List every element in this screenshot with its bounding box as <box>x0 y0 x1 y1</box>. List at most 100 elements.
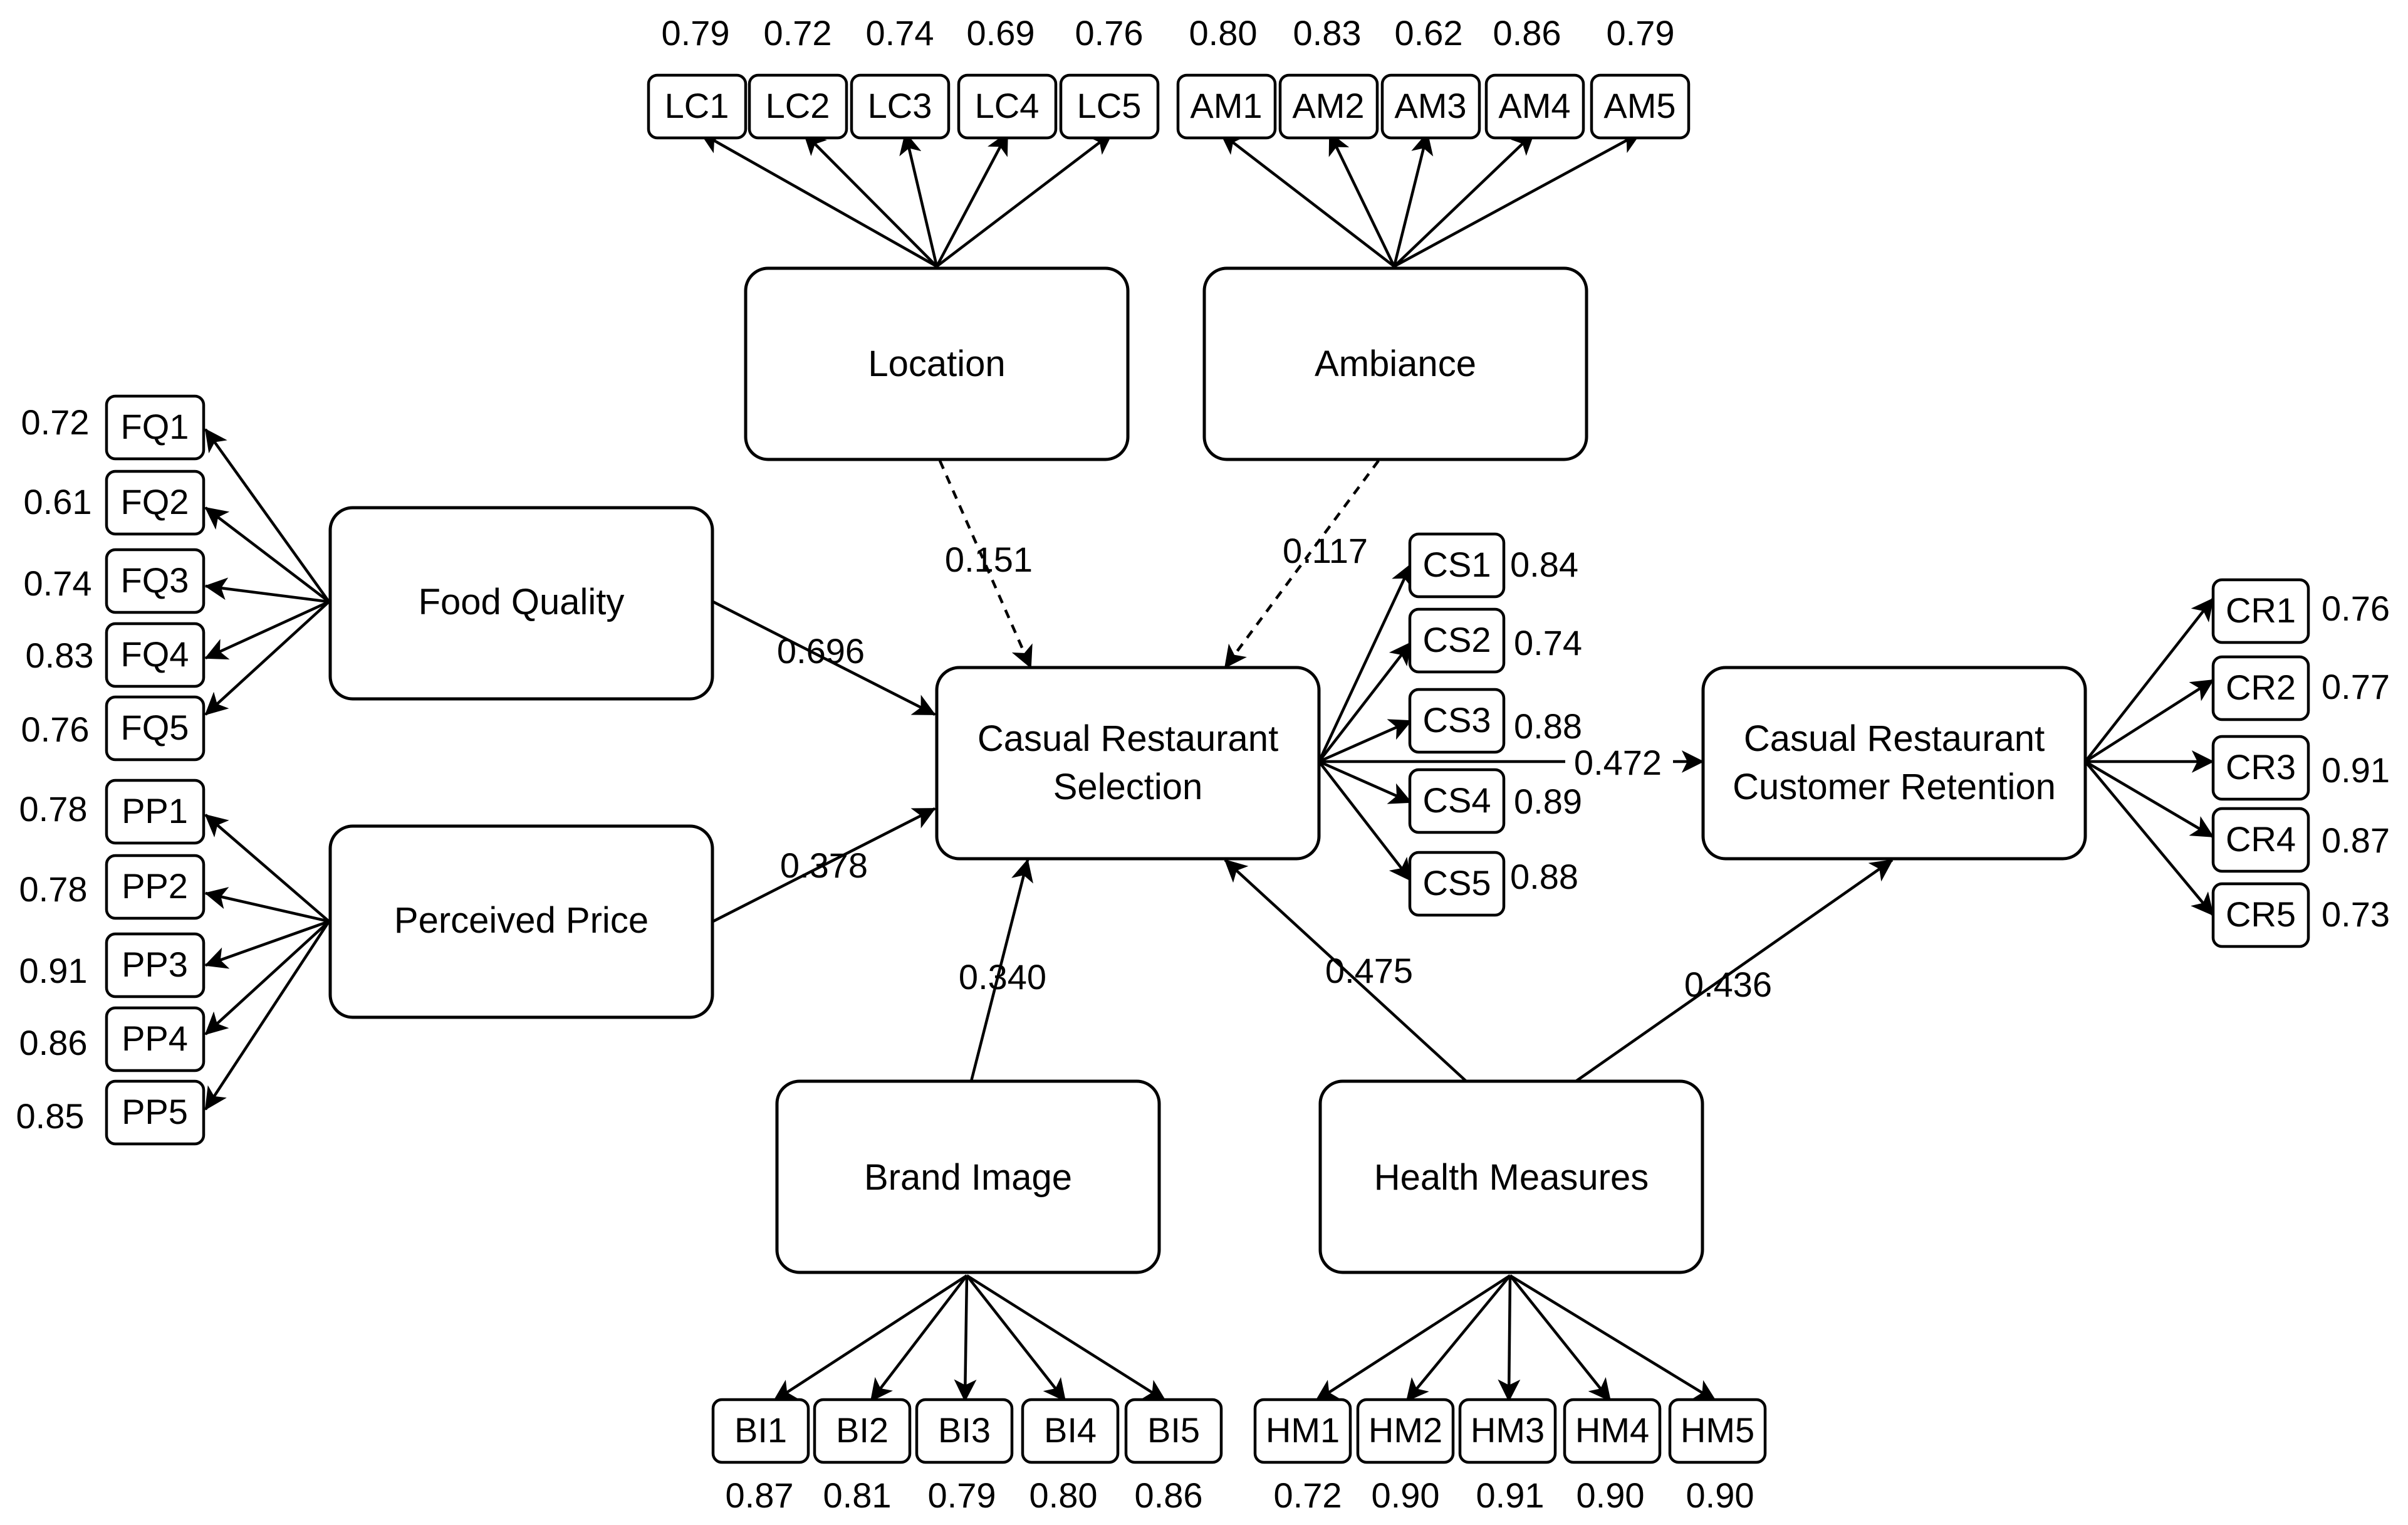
indicator-cr5-label: CR5 <box>2226 894 2296 934</box>
loading-pp2: 0.78 <box>19 869 88 909</box>
indicator-cs2-label: CS2 <box>1423 620 1491 659</box>
loading-am3: 0.62 <box>1395 13 1463 53</box>
indicator-pp2: PP2 <box>105 854 206 920</box>
indicator-pp4: PP4 <box>105 1006 206 1072</box>
indicator-pp1-label: PP1 <box>122 791 188 831</box>
indicator-am3-label: AM3 <box>1394 86 1466 125</box>
indicator-lc3: LC3 <box>850 73 951 140</box>
indicators-bi: BI1 BI2 BI3 BI4 BI5 0.87 0.81 0.79 0.80 … <box>711 1398 1223 1515</box>
constructs: Location Ambiance Food Quality Perceived… <box>328 266 2087 1274</box>
path-health-selection <box>1224 859 1467 1082</box>
indicator-pp5-label: PP5 <box>122 1092 188 1131</box>
construct-selection: Casual Restaurant Selection <box>935 666 1321 861</box>
indicator-hm5: HM5 <box>1668 1398 1767 1464</box>
indicator-lc2-label: LC2 <box>766 86 830 125</box>
construct-selection-label-line1: Casual Restaurant <box>977 718 1278 759</box>
construct-location: Location <box>744 266 1130 461</box>
indicator-fq1-label: FQ1 <box>121 407 189 446</box>
indicator-cs3-label: CS3 <box>1423 700 1491 740</box>
indicator-pp5: PP5 <box>105 1079 206 1146</box>
indicator-lc3-label: LC3 <box>868 86 932 125</box>
indicator-fq5-label: FQ5 <box>121 708 189 747</box>
indicator-am5-label: AM5 <box>1603 86 1676 125</box>
loading-hm1: 0.72 <box>1274 1475 1342 1515</box>
indicator-cs2: CS2 <box>1408 607 1506 674</box>
indicator-lc4-label: LC4 <box>975 86 1040 125</box>
indicator-cr4: CR4 <box>2211 807 2310 873</box>
indicators-am: AM1 AM2 AM3 AM4 AM5 0.80 0.83 0.62 0.86 … <box>1176 13 1691 140</box>
indicators-hm: HM1 HM2 HM3 HM4 HM5 0.72 0.90 0.91 0.90 … <box>1253 1398 1767 1515</box>
loading-hm2: 0.90 <box>1372 1475 1440 1515</box>
coef-location-selection: 0.151 <box>945 540 1033 579</box>
indicator-cs5-label: CS5 <box>1423 863 1491 903</box>
coef-ambiance-selection: 0.117 <box>1283 531 1368 570</box>
indicator-bi4: BI4 <box>1021 1398 1120 1464</box>
indicator-hm3-label: HM3 <box>1471 1410 1545 1450</box>
indicator-bi1: BI1 <box>711 1398 810 1464</box>
loading-fq4: 0.83 <box>26 636 94 675</box>
indicator-lc5-label: LC5 <box>1077 86 1142 125</box>
indicator-cs4-label: CS4 <box>1423 780 1491 820</box>
indicator-am2: AM2 <box>1278 73 1379 140</box>
indicator-lc1-label: LC1 <box>665 86 729 125</box>
loading-bi5: 0.86 <box>1135 1475 1203 1515</box>
indicator-bi3: BI3 <box>915 1398 1014 1464</box>
construct-retention: Casual Restaurant Customer Retention <box>1701 666 2087 861</box>
construct-perceived-price: Perceived Price <box>328 824 714 1019</box>
indicator-cr5: CR5 <box>2211 882 2310 948</box>
indicator-am2-label: AM2 <box>1292 86 1364 125</box>
indicator-am4-label: AM4 <box>1498 86 1570 125</box>
indicator-pp4-label: PP4 <box>122 1019 188 1058</box>
indicator-cr2-label: CR2 <box>2226 668 2296 707</box>
indicator-bi2-label: BI2 <box>836 1410 889 1450</box>
indicator-lc2: LC2 <box>748 73 848 140</box>
loading-cs5: 0.88 <box>1510 857 1578 896</box>
path-ambiance-selection <box>1224 459 1380 669</box>
construct-perceived-price-label: Perceived Price <box>394 900 649 941</box>
indicator-cs1-label: CS1 <box>1423 545 1491 584</box>
indicator-fq2-label: FQ2 <box>121 482 189 521</box>
indicator-bi2: BI2 <box>813 1398 912 1464</box>
coef-selection-retention: 0.472 <box>1574 743 1662 782</box>
path-perceived-price-selection <box>712 807 936 923</box>
indicator-hm1: HM1 <box>1253 1398 1352 1464</box>
construct-selection-label-line2: Selection <box>1053 767 1203 807</box>
loading-fq5: 0.76 <box>21 710 90 749</box>
indicator-fq1: FQ1 <box>105 394 206 461</box>
loading-hm4: 0.90 <box>1577 1475 1645 1515</box>
loading-cs1: 0.84 <box>1510 545 1578 584</box>
construct-location-label: Location <box>868 343 1005 384</box>
coef-food-quality-selection: 0.696 <box>777 631 865 671</box>
indicator-lc5: LC5 <box>1059 73 1160 140</box>
indicators-pp: PP1 PP2 PP3 PP4 PP5 0.78 0.78 0.91 0.86 … <box>16 778 206 1146</box>
indicator-cr3-label: CR3 <box>2226 747 2296 787</box>
loading-lc3: 0.74 <box>866 13 934 53</box>
coef-health-retention: 0.436 <box>1684 965 1772 1004</box>
loading-lc5: 0.76 <box>1075 13 1144 53</box>
indicator-cr1: CR1 <box>2211 578 2310 644</box>
construct-ambiance: Ambiance <box>1202 266 1588 461</box>
indicator-bi4-label: BI4 <box>1044 1410 1097 1450</box>
indicator-hm1-label: HM1 <box>1266 1410 1340 1450</box>
loading-cr4: 0.87 <box>2322 820 2390 860</box>
indicator-am1-label: AM1 <box>1190 86 1262 125</box>
indicator-bi5: BI5 <box>1124 1398 1223 1464</box>
indicator-bi1-label: BI1 <box>734 1410 787 1450</box>
indicator-cr4-label: CR4 <box>2226 819 2296 859</box>
loading-cs3: 0.88 <box>1514 706 1582 746</box>
indicator-am3: AM3 <box>1380 73 1481 140</box>
indicator-pp2-label: PP2 <box>122 866 188 906</box>
coef-perceived-price-selection: 0.378 <box>780 846 868 885</box>
indicator-bi3-label: BI3 <box>938 1410 991 1450</box>
indicators-cs: CS1 CS2 CS3 CS4 CS5 0.84 0.74 0.88 0.89 … <box>1408 532 1582 917</box>
indicator-cs3: CS3 <box>1408 688 1506 754</box>
loading-bi4: 0.80 <box>1029 1475 1098 1515</box>
indicator-fq3: FQ3 <box>105 548 206 614</box>
construct-brand-image-label: Brand Image <box>864 1157 1072 1198</box>
loading-pp5: 0.85 <box>16 1096 85 1136</box>
indicator-cs1: CS1 <box>1408 532 1506 599</box>
construct-ambiance-label: Ambiance <box>1315 343 1476 384</box>
loading-bi2: 0.81 <box>823 1475 892 1515</box>
loading-cr2: 0.77 <box>2322 667 2390 706</box>
indicator-fq5: FQ5 <box>105 695 206 762</box>
